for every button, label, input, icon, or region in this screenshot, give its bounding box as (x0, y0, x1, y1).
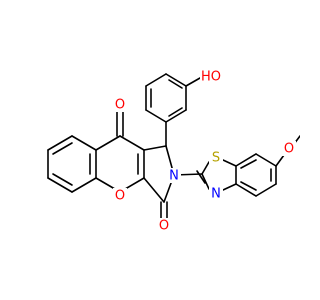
atom-methoxy-oxygen: O (282, 141, 296, 157)
atom-oxygen-chromene: O (113, 188, 127, 204)
bond (222, 183, 237, 191)
atom-nitrogen-thiazole: N (209, 186, 223, 202)
bond (95, 135, 121, 151)
bond (145, 109, 167, 123)
molecule-diagram: O O O HO N S N O (47, 69, 300, 234)
bond (240, 159, 257, 169)
atom-oxygen-ketone: O (113, 97, 127, 113)
bond (165, 109, 187, 123)
oxygen-ketone-label: O (115, 98, 125, 113)
sulfur-label: S (212, 151, 220, 166)
oxygen-lactam-label: O (159, 219, 169, 234)
bond (52, 142, 73, 155)
bond (235, 153, 257, 167)
bond (145, 73, 167, 87)
bond (143, 145, 167, 151)
structure-svg: O O O HO N S N O (47, 69, 300, 234)
hydroxyl-label: HO (201, 70, 221, 85)
bond (240, 181, 257, 191)
atom-layer: O O O HO N S N O (113, 69, 296, 234)
bond (222, 159, 237, 167)
bond (201, 173, 210, 190)
bond (71, 135, 97, 151)
bond (275, 154, 285, 167)
bond (255, 183, 277, 197)
bond (165, 73, 187, 87)
methoxy-oxygen-label: O (284, 142, 294, 157)
bond (71, 177, 97, 193)
bond (47, 177, 73, 193)
bond (47, 135, 73, 151)
bond-layer (47, 73, 300, 219)
bond (196, 170, 206, 184)
oxygen-chromene-label: O (115, 189, 125, 204)
atom-oxygen-lactam: O (157, 218, 171, 234)
bond (255, 153, 277, 167)
bond (168, 107, 183, 117)
bond (119, 135, 145, 151)
bond (143, 177, 165, 203)
nitrogen-ring-label: N (169, 169, 179, 184)
bond (201, 161, 210, 175)
nitrogen-thiazole-label: N (211, 187, 221, 202)
bond (185, 77, 201, 87)
atom-nitrogen-ring: N (167, 168, 181, 184)
atom-hydroxyl: HO (200, 69, 222, 85)
bond (235, 183, 257, 197)
bond (168, 79, 183, 89)
atom-sulfur: S (209, 150, 223, 166)
bond (52, 173, 73, 186)
